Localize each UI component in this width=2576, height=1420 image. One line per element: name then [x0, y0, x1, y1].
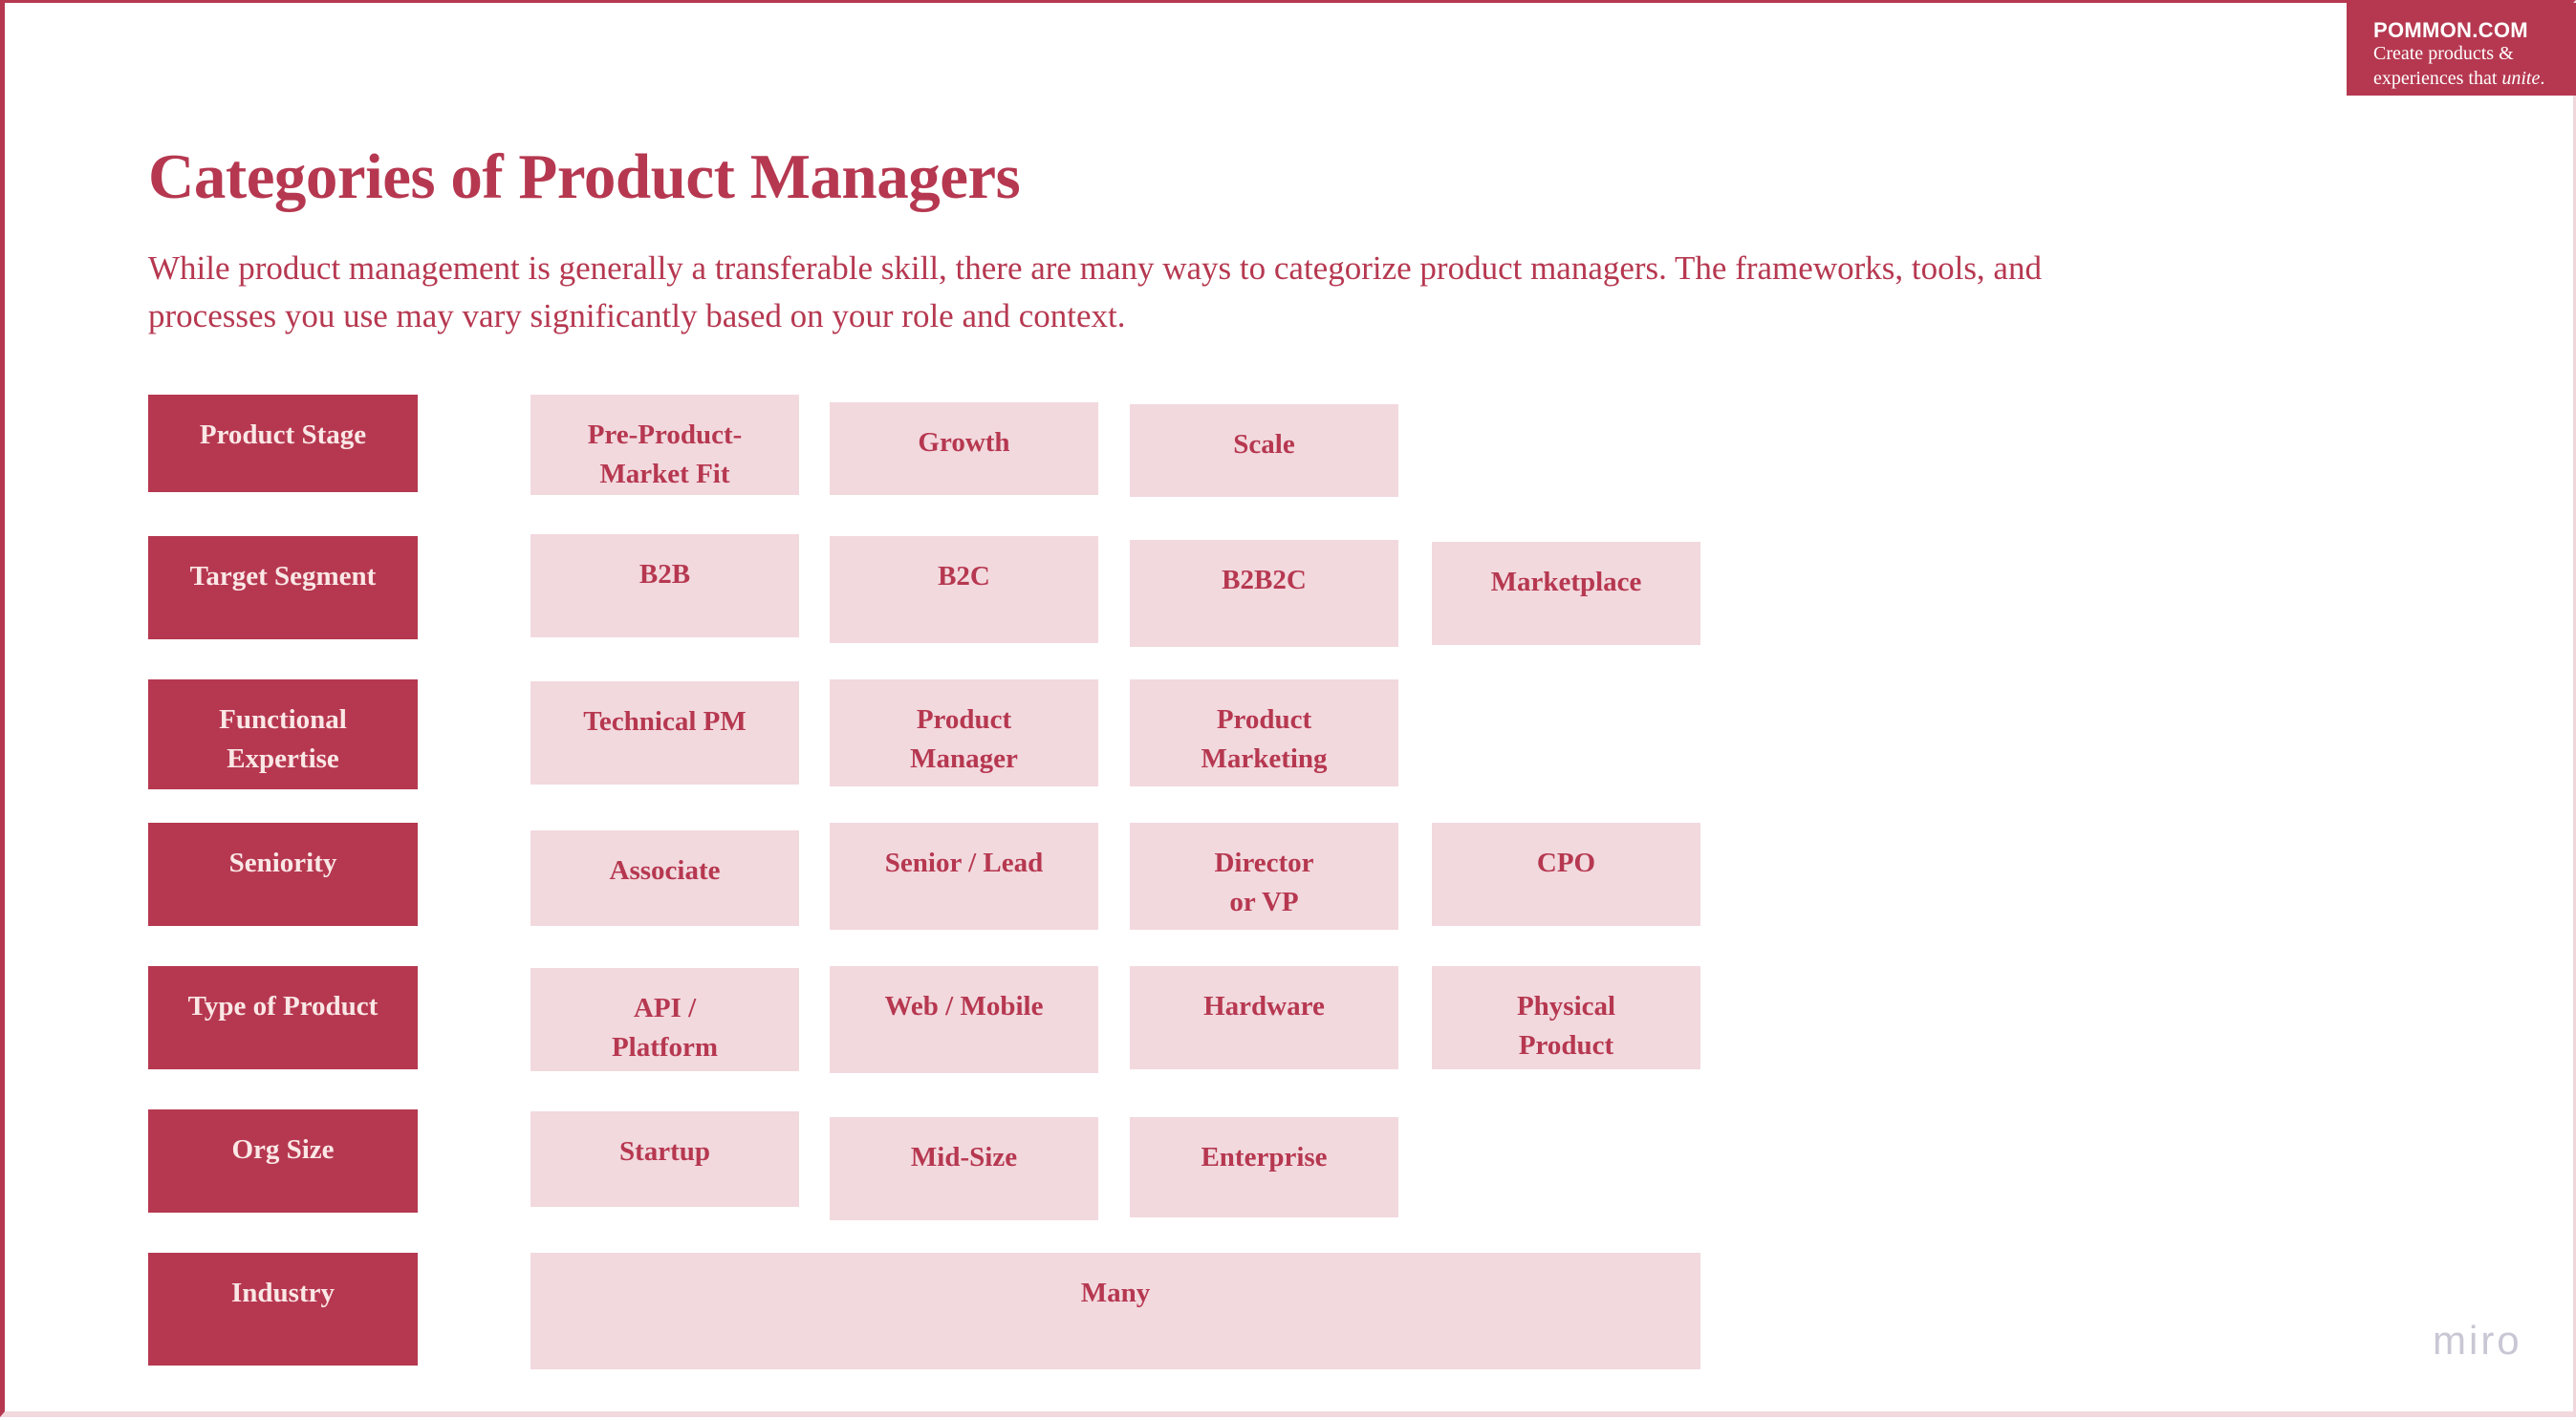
row-label-text: Product Stage [199, 420, 367, 450]
matrix-cell-text: Physical Product [1516, 991, 1616, 1062]
matrix-cell-text: Growth [918, 427, 1010, 458]
matrix-cell-text: Senior / Lead [884, 848, 1044, 878]
matrix-cell-text: Marketplace [1490, 567, 1642, 597]
matrix-cell-r2-c4[interactable]: Marketplace [1432, 542, 1700, 645]
badge-site-name: POMMON.COM [2373, 18, 2528, 42]
matrix-cell-text: Product Marketing [1201, 704, 1328, 775]
matrix-cell-r1-c2[interactable]: Growth [830, 402, 1098, 495]
matrix-cell-text: B2C [938, 561, 990, 592]
page-title: Categories of Product Managers [148, 140, 1021, 212]
page-subtitle: While product management is generally a … [148, 249, 2042, 334]
pommon-badge: POMMON.COM Create products & experiences… [2347, 3, 2576, 96]
matrix-cell-r6-c3[interactable]: Enterprise [1130, 1117, 1398, 1217]
matrix-cell-r6-c2[interactable]: Mid-Size [830, 1117, 1098, 1220]
matrix-cell-r6-c1[interactable]: Startup [530, 1111, 799, 1207]
matrix-cell-r3-c1[interactable]: Technical PM [530, 681, 799, 785]
matrix-cell-r3-c2[interactable]: Product Manager [830, 679, 1098, 786]
badge-tagline-pre: experiences that [2373, 67, 2502, 89]
row-label-2[interactable]: Target Segment [148, 536, 418, 639]
matrix-cell-r1-c1[interactable]: Pre-Product- Market Fit [530, 395, 799, 495]
row-label-text: Functional Expertise [219, 704, 347, 775]
row-label-5[interactable]: Type of Product [148, 966, 418, 1069]
row-label-1[interactable]: Product Stage [148, 395, 418, 492]
matrix-cell-r1-c3[interactable]: Scale [1130, 404, 1398, 497]
matrix-cell-text: Associate [609, 855, 721, 886]
matrix-cell-r2-c3[interactable]: B2B2C [1130, 540, 1398, 647]
badge-tagline-line-1: Create products & [2373, 43, 2514, 65]
matrix-cell-text: CPO [1536, 848, 1596, 878]
row-label-7[interactable]: Industry [148, 1253, 418, 1366]
matrix-cell-r5-c2[interactable]: Web / Mobile [830, 966, 1098, 1073]
matrix-cell-r4-c4[interactable]: CPO [1432, 823, 1700, 926]
matrix-cell-r3-c3[interactable]: Product Marketing [1130, 679, 1398, 786]
row-label-text: Target Segment [189, 561, 377, 592]
badge-tagline-post: . [2540, 67, 2545, 89]
row-label-text: Industry [231, 1278, 335, 1308]
category-matrix: Product Stage Pre-Product- Market Fit Grow… [5, 3, 2576, 1420]
row-label-text: Org Size [231, 1134, 335, 1165]
badge-tagline-emphasis: unite [2501, 67, 2541, 89]
matrix-cell-text: Enterprise [1201, 1142, 1328, 1173]
matrix-cell-text: Mid-Size [910, 1142, 1018, 1173]
matrix-cell-r2-c1[interactable]: B2B [530, 534, 799, 637]
row-label-6[interactable]: Org Size [148, 1109, 418, 1213]
matrix-cell-r4-c2[interactable]: Senior / Lead [830, 823, 1098, 930]
badge-tagline-line-2: experiences that unite. [2373, 67, 2564, 92]
row-label-text: Type of Product [187, 991, 379, 1022]
matrix-cell-text: Pre-Product- Market Fit [587, 420, 743, 490]
matrix-cell-text: API / Platform [611, 993, 719, 1064]
matrix-cell-text: B2B [639, 559, 691, 590]
matrix-cell-text: Director or VP [1214, 848, 1314, 918]
matrix-cell-text: Startup [618, 1136, 711, 1167]
matrix-cell-r5-c3[interactable]: Hardware [1130, 966, 1398, 1069]
matrix-cell-r7-c1[interactable]: Many [530, 1253, 1700, 1369]
matrix-cell-text: Product Manager [910, 704, 1018, 775]
matrix-cell-r5-c4[interactable]: Physical Product [1432, 966, 1700, 1069]
matrix-cell-text: Scale [1233, 429, 1295, 460]
matrix-cell-r2-c2[interactable]: B2C [830, 536, 1098, 643]
matrix-cell-r4-c3[interactable]: Director or VP [1130, 823, 1398, 930]
matrix-cell-text: Web / Mobile [884, 991, 1044, 1022]
row-label-4[interactable]: Seniority [148, 823, 418, 926]
matrix-cell-text: B2B2C [1222, 565, 1307, 595]
matrix-cell-text: Hardware [1203, 991, 1325, 1022]
matrix-cell-text: Technical PM [583, 706, 747, 737]
matrix-cell-r5-c1[interactable]: API / Platform [530, 968, 799, 1071]
matrix-cell-r4-c1[interactable]: Associate [530, 830, 799, 926]
row-label-text: Seniority [228, 848, 337, 878]
matrix-cell-text: Many [1080, 1278, 1151, 1308]
row-label-3[interactable]: Functional Expertise [148, 679, 418, 789]
miro-watermark: miro [2433, 1318, 2522, 1363]
